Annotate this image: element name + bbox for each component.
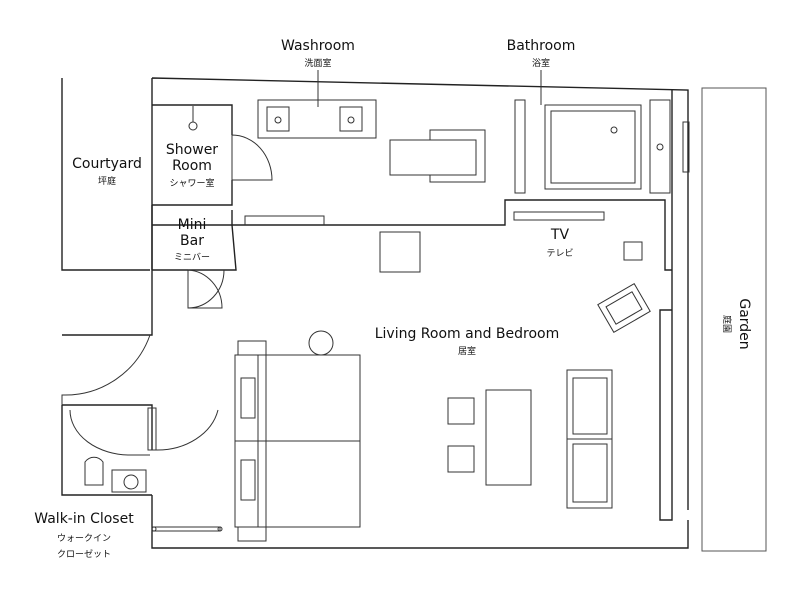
tv-unit: [513, 211, 605, 221]
shower-label-2: Room: [172, 158, 212, 174]
sink-right: [339, 106, 363, 132]
bathtub-inner: [550, 110, 636, 184]
sink-left: [266, 106, 290, 132]
armchair: [597, 282, 651, 334]
stool-bottom: [447, 445, 475, 473]
nightstand-top: [237, 340, 267, 356]
walkin-rail: [151, 526, 221, 532]
garden-side-wall: [659, 90, 673, 521]
sink-right-drain: [347, 116, 355, 124]
closet-label-jp2: クローゼット: [57, 548, 111, 560]
bathroom-label-jp: 浴室: [532, 57, 550, 69]
courtyard-outline: [61, 78, 150, 271]
wall-segment-top: [244, 215, 325, 225]
lamp: [308, 330, 334, 356]
living-label: Living Room and Bedroom: [375, 326, 560, 342]
bed-frame-left: [234, 354, 259, 528]
toilet: [84, 456, 104, 486]
bathroom-drain: [656, 143, 664, 151]
bath-partition: [231, 199, 672, 271]
bathtub-surround-right: [649, 99, 671, 194]
minibar-label-jp: ミニバー: [174, 252, 210, 263]
courtyard-label: Courtyard: [72, 156, 142, 172]
minibar-wall: [151, 205, 237, 271]
nightstand-bottom: [237, 526, 267, 542]
bathroom-label: Bathroom: [507, 38, 576, 54]
closet-label: Walk-in Closet: [34, 511, 134, 527]
closet-partition: [147, 407, 157, 451]
garden-label: Garden: [736, 298, 752, 349]
entry-door: [61, 334, 151, 405]
closet-door: [69, 409, 150, 456]
outer-wall-right: [151, 495, 689, 549]
closet-door-2: [155, 409, 219, 451]
outer-wall-left-mid: [62, 404, 153, 450]
garden-area: [701, 87, 767, 552]
bathtub-outer: [544, 104, 642, 190]
ottoman: [379, 231, 421, 273]
closet-wall: [61, 405, 152, 496]
pillow-top: [240, 377, 256, 419]
sofa-seat-bottom: [572, 443, 608, 503]
bathtub-surround-left: [514, 99, 526, 194]
side-table: [623, 241, 643, 261]
rail-end-right: [217, 526, 223, 532]
washroom-label: Washroom: [281, 38, 355, 54]
shower-label-1: Shower: [166, 142, 218, 158]
coffee-table: [485, 389, 532, 486]
courtyard-label-jp: 坪庭: [98, 175, 116, 187]
bathroom-window: [682, 121, 690, 173]
outer-wall-left-lower: [62, 270, 153, 336]
minibar-door-swing: [187, 269, 225, 309]
shower-door: [231, 134, 273, 181]
washroom-counter: [257, 99, 377, 139]
sofa-seat-top: [572, 377, 608, 435]
minibar-door: [187, 269, 223, 309]
garden-label-jp: 庭園: [721, 315, 733, 333]
toilet-basin: [123, 474, 139, 490]
living-label-jp: 居室: [458, 345, 476, 357]
minibar-label-2: Bar: [180, 233, 204, 249]
minibar-label-1: Mini: [178, 217, 207, 233]
shower-wall: [152, 104, 233, 206]
bench: [389, 139, 477, 176]
rail-end-left: [151, 526, 157, 532]
bathtub-drain: [610, 126, 618, 134]
stool-top: [447, 397, 475, 425]
washroom-label-jp: 洗面室: [304, 57, 331, 69]
closet-label-jp1: ウォークイン: [57, 533, 111, 544]
tv-label: TV: [550, 227, 570, 243]
pillow-bottom: [240, 459, 256, 501]
shower-label-jp: シャワー室: [169, 177, 214, 189]
tv-label-jp: テレビ: [546, 248, 573, 259]
sink-left-drain: [274, 116, 282, 124]
toilet-cabinet: [111, 469, 147, 493]
shower-head: [188, 121, 198, 131]
